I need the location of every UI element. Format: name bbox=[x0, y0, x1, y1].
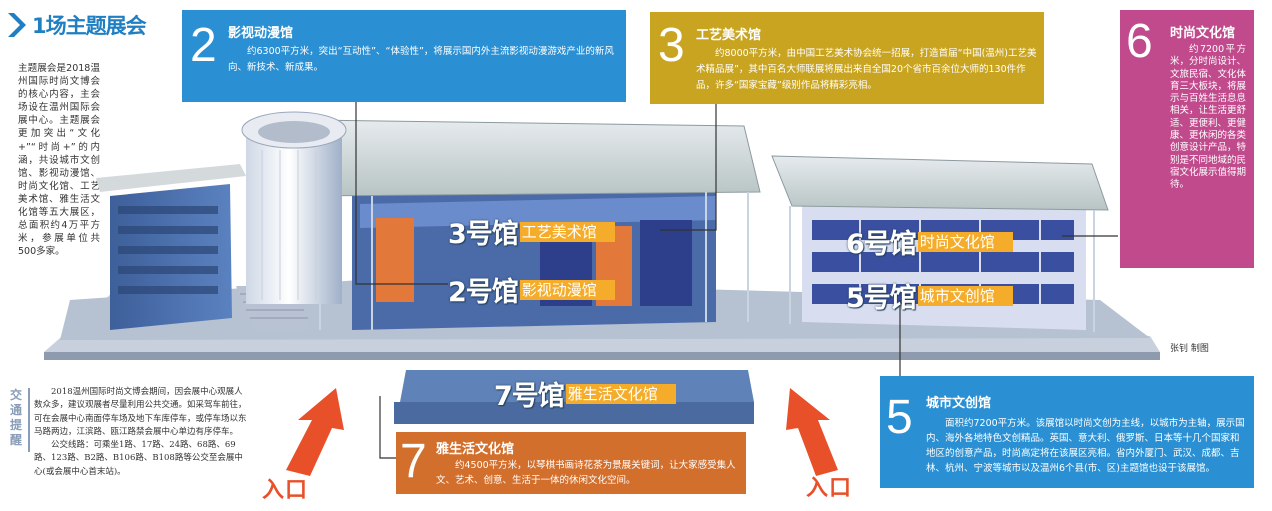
hall6-info-title: 时尚文化馆 bbox=[1170, 26, 1236, 41]
hall6-name: 时尚文化馆 bbox=[917, 231, 1013, 252]
cylinder-tower bbox=[246, 130, 342, 304]
hall7-info-title: 雅生活文化馆 bbox=[436, 442, 515, 457]
hall6-label: 6号馆 时尚文化馆 bbox=[846, 222, 1013, 261]
hall7-info-box: 7 雅生活文化馆 约4500平方米，以琴棋书画诗花茶为景展关键词，让大家感受集人… bbox=[396, 432, 746, 494]
hall7-info-desc: 约4500平方米，以琴棋书画诗花茶为景展关键词，让大家感受集人文、艺术、创意、生… bbox=[436, 460, 736, 486]
hall3-info-number: 3 bbox=[658, 19, 685, 72]
hall2-name: 影视动漫馆 bbox=[519, 279, 615, 300]
hall5-info-desc: 面积约7200平方米。该展馆以时尚文创为主线，以城市为主轴，展示国内、海外各地特… bbox=[926, 418, 1245, 474]
illustration-credit: 张钊 制图 bbox=[1170, 344, 1209, 354]
hall3-name: 工艺美术馆 bbox=[519, 221, 615, 242]
hall5-label: 5号馆 城市文创馆 bbox=[846, 276, 1013, 315]
central-roof bbox=[303, 119, 761, 197]
entrance-label-right: 入口 bbox=[806, 476, 853, 501]
entrance-arrow-left bbox=[286, 388, 344, 476]
left-block bbox=[110, 184, 232, 330]
hall5-name: 城市文创馆 bbox=[917, 285, 1013, 306]
hall7-info-number: 7 bbox=[400, 435, 427, 488]
hall5-info-title: 城市文创馆 bbox=[926, 396, 992, 411]
hall2-info-box: 2 影视动漫馆 约6300平方米，突出“互动性”、“体验性”，将展示国内外主流影… bbox=[182, 10, 626, 102]
entrance-arrow-right bbox=[786, 388, 838, 476]
hall5-info-box: 5 城市文创馆 面积约7200平方米。该展馆以时尚文创为主线，以城市为主轴，展示… bbox=[880, 376, 1254, 488]
hall3-number: 3号馆 bbox=[448, 219, 519, 250]
intro-text: 主题展会是2018温州国际时尚文博会的核心内容，主会场设在温州国际会展中心。主题… bbox=[18, 63, 100, 258]
hall6-number: 6号馆 bbox=[846, 229, 917, 260]
leader-hall2 bbox=[355, 100, 448, 285]
hall6-info-number: 6 bbox=[1126, 15, 1153, 68]
hall6-info-box: 6 时尚文化馆 约7200平方米，分时尚设计、文旅民宿、文化体育三大板块，将展示… bbox=[1120, 10, 1254, 268]
hall5-info-number: 5 bbox=[886, 391, 913, 444]
traffic-paragraph-bus: 公交线路：可乘坐1路、17路、24路、68路、69路、123路、B2路、B106… bbox=[34, 440, 243, 477]
chevron-right-icon bbox=[8, 13, 26, 37]
hall5-number: 5号馆 bbox=[846, 283, 917, 314]
traffic-notice: 2018温州国际时尚文博会期间，因会展中心观展人数众多，建议观展者尽量利用公共交… bbox=[34, 386, 250, 479]
entrance-label-left: 入口 bbox=[262, 478, 309, 503]
hall2-number: 2号馆 bbox=[448, 277, 519, 308]
hall3-label: 3号馆 工艺美术馆 bbox=[448, 212, 615, 251]
page-title: 1场主题展会 bbox=[32, 14, 147, 38]
hall3-info-box: 3 工艺美术馆 约8000平方米，由中国工艺美术协会统一招展，打造首届“中国(温… bbox=[650, 12, 1044, 104]
traffic-tag: 交通提醒 bbox=[10, 388, 23, 447]
hall6-info-desc: 约7200平方米，分时尚设计、文旅民宿、文化体育三大板块，将展示与百姓生活息息相… bbox=[1170, 44, 1247, 191]
hall2-info-number: 2 bbox=[190, 19, 217, 72]
hall3-info-desc: 约8000平方米，由中国工艺美术协会统一招展，打造首届“中国(温州)工艺美术精品… bbox=[696, 48, 1037, 91]
hall2-info-title: 影视动漫馆 bbox=[228, 26, 294, 41]
ground-edge bbox=[44, 352, 1160, 360]
hall3-info-title: 工艺美术馆 bbox=[696, 28, 762, 43]
leader-hall7 bbox=[379, 396, 396, 459]
traffic-paragraph-parking: 2018温州国际时尚文博会期间，因会展中心观展人数众多，建议观展者尽量利用公共交… bbox=[34, 387, 247, 437]
hall7-name: 雅生活文化馆 bbox=[565, 383, 676, 404]
right-roof bbox=[771, 155, 1109, 211]
hall7-label: 7号馆 雅生活文化馆 bbox=[494, 374, 676, 413]
hall2-label: 2号馆 影视动漫馆 bbox=[448, 270, 615, 309]
traffic-divider bbox=[28, 388, 30, 452]
hall7-number: 7号馆 bbox=[494, 381, 565, 412]
hall2-info-desc: 约6300平方米，突出“互动性”、“体验性”，将展示国内外主流影视动漫游戏产业的… bbox=[228, 46, 614, 73]
leader-hall3 bbox=[660, 104, 717, 231]
